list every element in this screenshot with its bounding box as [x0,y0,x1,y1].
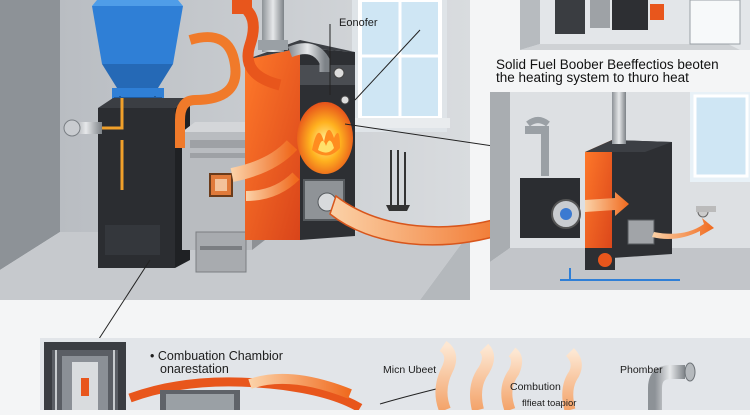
boiler-callout-label: Eonofer [339,17,378,29]
combustion-chamber-label: • Combuation Chambior [150,349,283,363]
inlet-pipe [63,98,124,190]
fireplace-tools [386,150,410,211]
thumbnail-top-right [520,0,750,50]
heat-flow-pipes [175,0,300,201]
caption-line-2: the heating system to thuro heat [496,70,689,85]
secondary-room [490,92,750,290]
combution-label: Combution [510,381,561,393]
phomber-label: Phomber [620,364,663,376]
combustion-chamber-sublabel: onarestation [160,362,229,376]
micn-ubeet-label: Micn Ubeet [383,364,437,376]
flue-heat-label: flfieat toapior [522,398,577,409]
caption-line-1: Solid Fuel Boober Beeffectios beoten [496,57,719,72]
bottom-detail-panel [40,338,750,413]
